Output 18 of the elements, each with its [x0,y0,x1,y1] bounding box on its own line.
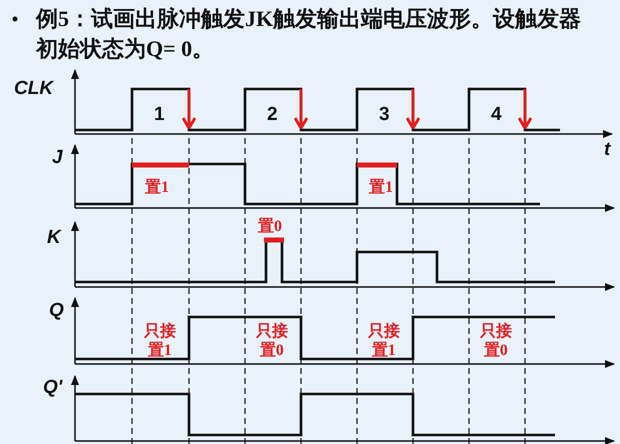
signal-label: J [52,147,63,169]
pulse-number: 2 [267,104,278,126]
axis-label: t [604,139,610,161]
signal-label: K [47,227,61,249]
title: 例5：试画出脉冲触发JK触发输出端电压波形。设触发器初始状态为Q= 0。 [36,5,582,63]
annotation: 置1 [145,178,169,198]
signal-label: Q [49,300,64,322]
annotation: 置0 [258,216,282,237]
pulse-number: 1 [154,104,165,126]
annotation: 只接置0 [255,322,289,360]
annotation: 只接置1 [367,322,401,360]
signal-label: CLK [14,78,54,100]
pulse-number: 3 [379,104,390,126]
pulse-number: 4 [491,104,502,126]
annotation: 置1 [369,178,393,198]
annotation: 只接置0 [479,322,513,360]
signal-label: Q' [43,377,62,399]
annotation: 只接置1 [143,322,177,360]
